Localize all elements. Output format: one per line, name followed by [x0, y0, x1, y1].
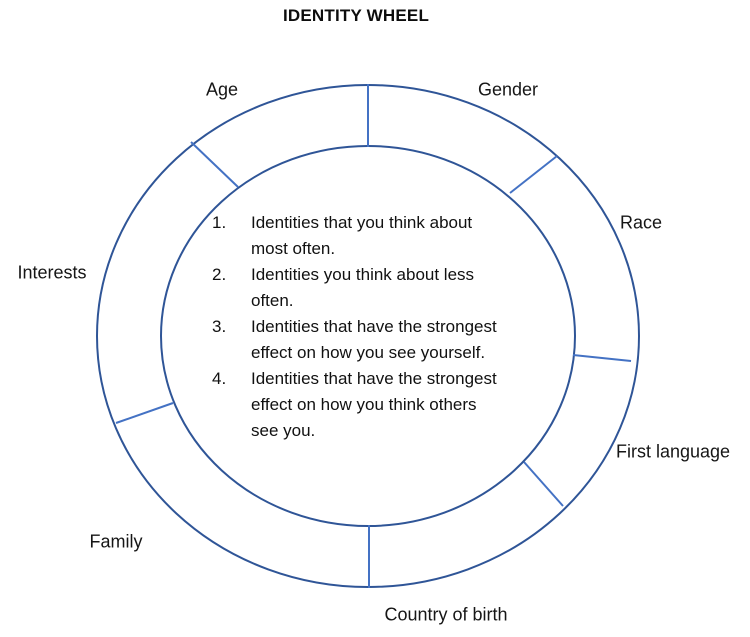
segment-label-country-of-birth: Country of birth — [384, 604, 508, 625]
list-item-text: Identities that have the strongest effec… — [251, 369, 497, 440]
list-item-number: 4. — [212, 369, 227, 388]
spoke-firstlanguage-countryofbirth — [523, 461, 564, 507]
list-item: 4. Identities that have the strongest ef… — [212, 366, 532, 444]
spoke-family-interests — [115, 402, 174, 424]
list-item-text: Identities you think about less often. — [251, 265, 475, 310]
segment-label-race: Race — [619, 212, 663, 233]
spoke-race-firstlanguage — [572, 354, 632, 362]
spoke-gender-race — [509, 155, 558, 194]
list-item-number: 2. — [212, 265, 227, 284]
segment-label-gender: Gender — [477, 79, 539, 100]
spoke-interests-age — [190, 141, 239, 188]
list-item-number: 1. — [212, 213, 227, 232]
list-item-number: 3. — [212, 317, 227, 336]
segment-label-family: Family — [89, 531, 143, 552]
list-item-text: Identities that you think about most oft… — [251, 213, 473, 258]
page-title: IDENTITY WHEEL — [282, 6, 430, 25]
list-item-text: Identities that have the strongest effec… — [251, 317, 497, 362]
list-item: 3. Identities that have the strongest ef… — [212, 314, 532, 366]
list-item: 2. Identities you think about less often… — [212, 262, 532, 314]
center-instructions-list: 1. Identities that you think about most … — [212, 210, 532, 444]
segment-label-age: Age — [205, 79, 239, 100]
segment-label-first-language: First language — [615, 441, 731, 462]
segment-label-interests: Interests — [17, 262, 87, 283]
list-item: 1. Identities that you think about most … — [212, 210, 532, 262]
